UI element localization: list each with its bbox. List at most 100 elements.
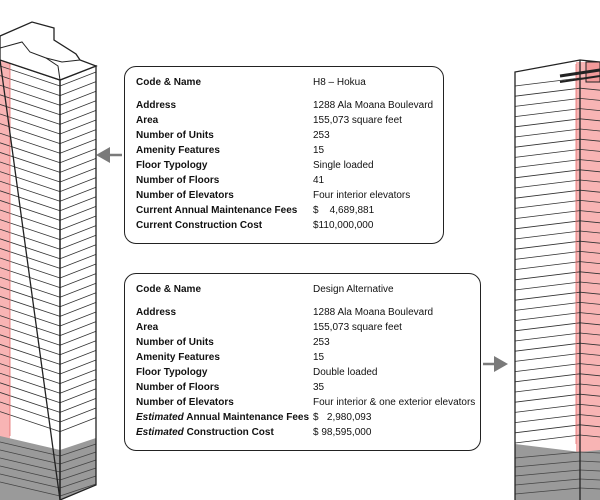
left-floor-line-side	[59, 196, 97, 212]
right-floor-line	[514, 210, 581, 219]
info-value: $ 4,689,881	[313, 205, 375, 216]
right-floor-line-side	[579, 302, 600, 305]
left-base-line	[0, 457, 61, 473]
right-floor-line	[514, 87, 581, 97]
info-value: H8 – Hokua	[313, 77, 366, 88]
info-label-emphasis: Estimated	[136, 427, 184, 438]
info-value: 1288 Ala Moana Boulevard	[313, 307, 434, 318]
info-value: $ 98,595,000	[313, 427, 372, 438]
info-row: Code & Name H8 – Hokua	[136, 75, 433, 90]
right-floor-line	[514, 128, 581, 138]
info-label-text: Area	[136, 115, 159, 126]
right-base-line-side	[579, 487, 600, 490]
info-label-text: Amenity Features	[136, 145, 220, 156]
info-label-text: Floor Typology	[136, 160, 208, 171]
info-label: Floor Typology	[136, 158, 207, 173]
left-floor-line-side	[59, 311, 97, 327]
info-label: Area	[136, 320, 158, 335]
left-building-roof-edge	[45, 57, 81, 63]
right-floor-line-side	[579, 220, 600, 224]
right-floor-line-side	[579, 128, 600, 132]
info-value: Double loaded	[313, 367, 378, 378]
right-floor-line-side	[579, 353, 600, 356]
info-label: Number of Units	[136, 335, 214, 350]
info-label: Number of Elevators	[136, 395, 234, 410]
right-floor-line-side	[579, 342, 600, 346]
right-floor-line-side	[579, 230, 600, 234]
left-base-line	[0, 465, 61, 481]
right-floor-line	[514, 404, 581, 413]
right-floor-line	[514, 77, 581, 87]
info-label-text: Code & Name	[136, 77, 202, 88]
right-floor-line	[514, 322, 581, 332]
right-floor-line-side	[579, 291, 600, 295]
right-building-roof-band-2	[559, 75, 600, 83]
left-base-line	[0, 449, 61, 465]
left-floor-line-side	[59, 302, 97, 317]
info-label: Floor Typology	[136, 365, 207, 380]
left-floor-line-side	[59, 350, 97, 365]
info-value: 15	[313, 352, 325, 363]
right-floor-line-side	[579, 393, 600, 397]
info-label-text: Number of Floors	[136, 175, 220, 186]
right-floor-line-side	[579, 322, 600, 326]
left-building-floor-lines	[0, 64, 97, 436]
right-floor-line	[514, 251, 581, 260]
info-row: Number of Units 253	[136, 335, 470, 350]
right-floor-line-side	[579, 108, 600, 111]
info-label: Estimated Annual Maintenance Fees	[136, 410, 309, 425]
right-floor-line	[514, 332, 581, 342]
info-value: Four interior & one exterior elevators	[313, 397, 476, 408]
left-floor-line-side	[59, 138, 97, 154]
left-floor-line-side	[59, 378, 97, 394]
right-floor-line	[514, 200, 581, 209]
info-label: Code & Name	[136, 75, 201, 90]
info-value: 155,073 square feet	[313, 322, 402, 333]
left-building-roof-detail	[0, 41, 61, 81]
info-value: 35	[313, 382, 325, 393]
info-label: Number of Elevators	[136, 188, 234, 203]
right-floor-line-side	[579, 404, 600, 407]
info-value: Single loaded	[313, 160, 374, 171]
right-floor-line-side	[579, 118, 600, 122]
info-label-text: Number of Elevators	[136, 397, 234, 408]
info-value: 253	[313, 337, 330, 348]
info-label-text: Construction Cost	[186, 427, 274, 438]
left-floor-line-side	[59, 244, 97, 260]
right-floor-line	[514, 342, 581, 352]
left-floor-line-side	[59, 398, 97, 413]
left-building	[0, 21, 98, 500]
right-floor-line-side	[579, 332, 600, 336]
right-building-floor-lines	[514, 64, 600, 444]
info-label-text: Amenity Features	[136, 352, 220, 363]
left-floor-line-side	[59, 148, 97, 164]
left-floor-line-side	[59, 129, 97, 144]
info-label: Current Annual Maintenance Fees	[136, 203, 297, 218]
info-row: Estimated Annual Maintenance Fees$ 2,980…	[136, 410, 470, 425]
left-base-line	[0, 441, 61, 457]
right-floor-line	[514, 424, 581, 434]
left-building-base-lines	[0, 441, 97, 497]
info-value: 253	[313, 130, 330, 141]
right-floor-line-side	[579, 261, 600, 264]
right-floor-line	[514, 138, 581, 148]
info-row: Number of Elevators Four interior & one e…	[136, 395, 475, 410]
right-floor-line-side	[579, 383, 600, 387]
right-base-line	[514, 460, 581, 468]
right-floor-line-side	[579, 189, 600, 193]
arrow-right-icon	[483, 356, 508, 372]
right-floor-line	[514, 169, 581, 179]
info-label: Current Construction Cost	[136, 218, 262, 233]
info-label: Address	[136, 98, 176, 113]
info-row: Floor Typology Double loaded	[136, 365, 470, 380]
info-row: Amenity Features 15	[136, 350, 470, 365]
info-row: Current Annual Maintenance Fees $ 4,689,8…	[136, 203, 433, 218]
left-floor-line-side	[59, 90, 97, 106]
info-label: Area	[136, 113, 158, 128]
info-label-text: Current Construction Cost	[136, 220, 263, 231]
